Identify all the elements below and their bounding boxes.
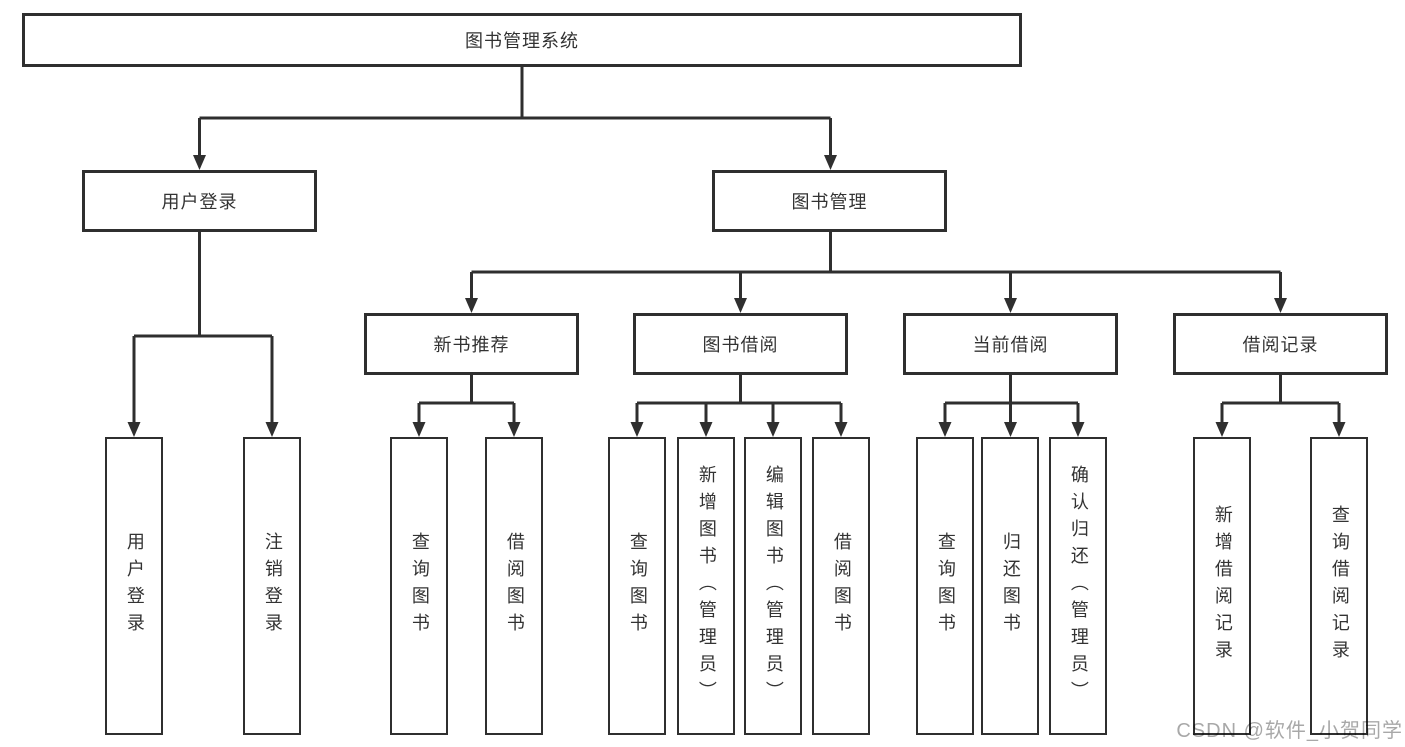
leaf-label: 查询图书 bbox=[935, 532, 956, 640]
csdn-watermark: CSDN @软件_小贺同学 bbox=[1176, 720, 1403, 742]
leaf-label: 新增借阅记录 bbox=[1212, 505, 1233, 667]
connector-current-to-leaves bbox=[943, 375, 1080, 424]
node-user-login: 用户登录 bbox=[82, 170, 317, 232]
leaf-logout: 注销登录 bbox=[243, 437, 301, 735]
connector-records-to-leaves bbox=[1220, 375, 1341, 424]
leaf-label: 编辑图书（管理员） bbox=[763, 464, 784, 708]
leaf-query-borrow-record: 查询借阅记录 bbox=[1310, 437, 1368, 735]
leaf-query-books-current: 查询图书 bbox=[916, 437, 974, 735]
leaf-confirm-return-admin: 确认归还（管理员） bbox=[1049, 437, 1107, 735]
leaf-label: 归还图书 bbox=[1000, 532, 1021, 640]
leaf-user-login: 用户登录 bbox=[105, 437, 163, 735]
node-current-borrowing: 当前借阅 bbox=[903, 313, 1118, 375]
connector-root-to-level2 bbox=[198, 66, 832, 157]
leaf-label: 注销登录 bbox=[262, 532, 283, 640]
leaf-label: 查询借阅记录 bbox=[1329, 505, 1350, 667]
leaf-edit-books-admin: 编辑图书（管理员） bbox=[744, 437, 802, 735]
leaf-query-books-borrowing: 查询图书 bbox=[608, 437, 666, 735]
leaf-label: 用户登录 bbox=[124, 532, 145, 640]
node-library-system: 图书管理系统 bbox=[22, 13, 1022, 67]
leaf-label: 确认归还（管理员） bbox=[1068, 464, 1089, 708]
leaf-query-books-recommend: 查询图书 bbox=[390, 437, 448, 735]
leaf-label: 查询图书 bbox=[627, 532, 648, 640]
leaf-add-books-admin: 新增图书（管理员） bbox=[677, 437, 735, 735]
connector-bookmgmt-to-level3 bbox=[470, 232, 1282, 300]
node-borrowing-records: 借阅记录 bbox=[1173, 313, 1388, 375]
arrowheads bbox=[127, 155, 1346, 437]
leaf-label: 查询图书 bbox=[409, 532, 430, 640]
node-book-borrowing: 图书借阅 bbox=[633, 313, 848, 375]
connector-newbook-to-leaves bbox=[417, 375, 516, 424]
leaf-borrow-books-recommend: 借阅图书 bbox=[485, 437, 543, 735]
connector-borrowing-to-leaves bbox=[635, 375, 843, 424]
node-book-management: 图书管理 bbox=[712, 170, 947, 232]
node-new-book-recommendation: 新书推荐 bbox=[364, 313, 579, 375]
leaf-borrow-books: 借阅图书 bbox=[812, 437, 870, 735]
leaf-label: 借阅图书 bbox=[831, 532, 852, 640]
leaf-label: 借阅图书 bbox=[504, 532, 525, 640]
leaf-add-borrow-record: 新增借阅记录 bbox=[1193, 437, 1251, 735]
leaf-return-books: 归还图书 bbox=[981, 437, 1039, 735]
leaf-label: 新增图书（管理员） bbox=[696, 464, 717, 708]
connector-userlogin-to-leaves bbox=[132, 232, 274, 424]
